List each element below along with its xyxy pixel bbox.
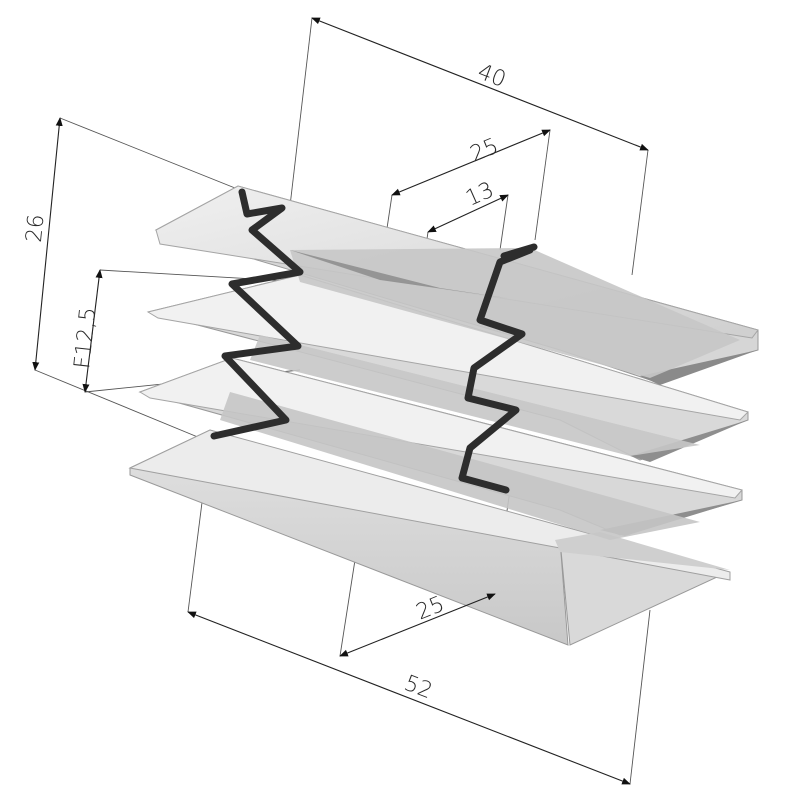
dim-fin-spacing: F12,5: [70, 306, 101, 370]
dimension-lines: [32, 17, 649, 785]
dim-overall-length: 52: [401, 671, 436, 704]
fin-3: [138, 357, 743, 540]
base-plate: [128, 429, 731, 646]
dim-inner-width: 13: [462, 178, 498, 212]
dim-overall-depth: 40: [474, 59, 509, 92]
cross-section-profile-left: [210, 188, 304, 440]
dim-height: 26: [22, 213, 50, 243]
fin-2: [146, 274, 749, 462]
top-plate: [154, 185, 759, 385]
cross-section-profile-right: [458, 243, 538, 494]
